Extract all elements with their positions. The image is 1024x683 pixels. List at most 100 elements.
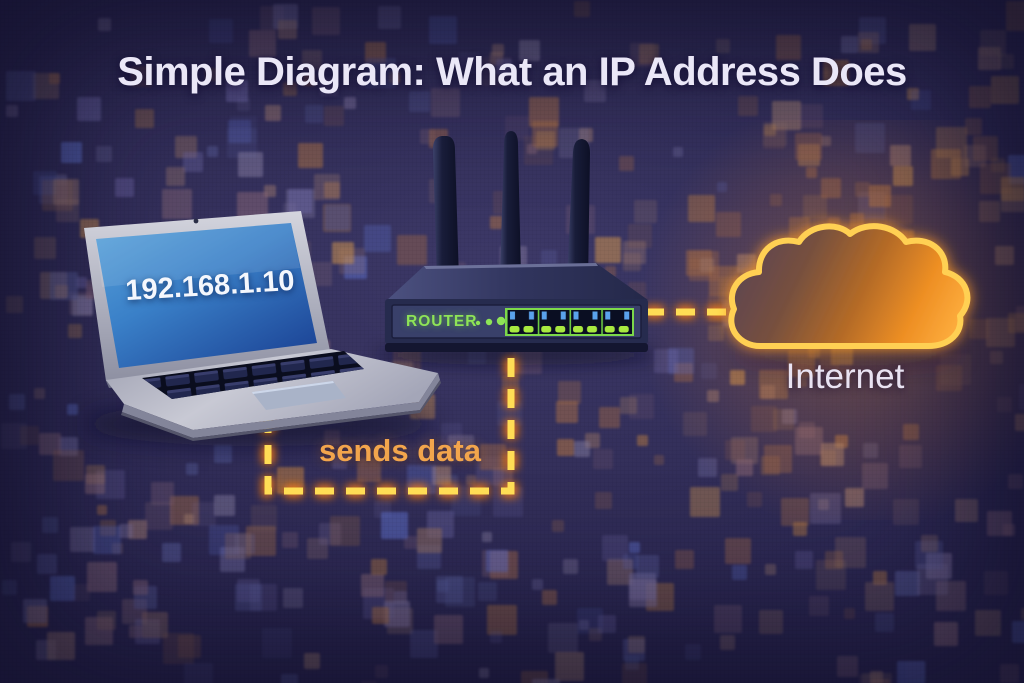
mosaic-square (893, 499, 919, 525)
mosaic-square (701, 363, 717, 379)
mosaic-square (907, 88, 919, 100)
mosaic-square (389, 72, 400, 83)
mosaic-square (1019, 384, 1024, 410)
mosaic-square (708, 325, 724, 341)
mosaic-square (761, 456, 780, 475)
mosaic-square (303, 74, 315, 86)
mosaic-square (556, 401, 578, 423)
mosaic-square (265, 105, 281, 121)
webcam-dot (193, 218, 199, 224)
mosaic-square (975, 610, 1001, 636)
mosaic-square (865, 582, 894, 611)
mosaic-square (112, 543, 123, 554)
mosaic-square (936, 581, 966, 611)
mosaic-square (378, 6, 401, 29)
mosaic-square (119, 524, 133, 538)
mosaic-square (997, 397, 1012, 412)
mosaic-square (995, 246, 1014, 265)
mosaic-square (9, 394, 25, 410)
mosaic-square (436, 576, 463, 603)
router-top-edge-highlight (424, 263, 598, 269)
mosaic-square (870, 671, 883, 683)
mosaic-square (163, 633, 194, 664)
mosaic-square (707, 390, 719, 402)
mosaic-square (796, 376, 807, 387)
mosaic-square (371, 559, 387, 575)
mosaic-square (990, 351, 1003, 364)
mosaic-square (686, 250, 712, 276)
mosaic-square (100, 520, 116, 536)
mosaic-square (759, 610, 783, 634)
mosaic-square (720, 635, 735, 650)
mosaic-square (264, 185, 276, 197)
mosaic-square (61, 142, 82, 163)
laptop-to-router-connection (264, 345, 515, 495)
mosaic-square (875, 613, 894, 632)
mosaic-square (478, 582, 497, 601)
mosaic-square (595, 237, 621, 263)
mosaic-square (548, 623, 578, 653)
mosaic-square (49, 73, 60, 84)
mosaic-square (332, 242, 354, 264)
mosaic-square (821, 136, 831, 146)
mosaic-square (230, 116, 257, 143)
mosaic-square (871, 679, 890, 683)
mosaic-square (926, 553, 952, 579)
mosaic-square (574, 1, 590, 17)
laptop-screen (96, 223, 317, 368)
mosaic-square (237, 579, 260, 602)
mosaic-square (873, 571, 887, 585)
mosaic-square (810, 493, 841, 524)
mosaic-square (283, 82, 297, 96)
mosaic-square (764, 445, 792, 473)
mosaic-square (623, 253, 641, 271)
mosaic-square (863, 443, 878, 458)
mosaic-square (482, 550, 509, 577)
mosaic-square (302, 50, 322, 70)
mosaic-square (1012, 621, 1024, 643)
mosaic-square (630, 43, 654, 67)
mosaic-square (714, 605, 742, 633)
mosaic-square (906, 661, 926, 681)
mosaic-square (178, 635, 201, 658)
mosaic-square (11, 542, 31, 562)
mosaic-square (964, 145, 986, 167)
mosaic-square (250, 584, 277, 611)
mosaic-square (969, 319, 989, 339)
mosaic-square (623, 639, 645, 661)
mosaic-square (34, 388, 45, 399)
mosaic-square (175, 136, 197, 158)
mosaic-square (841, 36, 858, 53)
router-status-dot-2 (485, 318, 493, 326)
mosaic-square (235, 584, 262, 611)
mosaic-square (716, 212, 741, 237)
mosaic-square (135, 619, 160, 644)
mosaic-square (579, 620, 589, 630)
mosaic-square (969, 86, 991, 108)
mosaic-square (816, 560, 846, 590)
mosaic-square (214, 495, 235, 516)
mosaic-square (133, 580, 148, 595)
mosaic-square (319, 523, 341, 545)
mosaic-square (459, 52, 480, 73)
mosaic-square (305, 105, 323, 123)
mosaic-square (674, 363, 693, 382)
mosaic-square (639, 44, 659, 64)
router-status-dot-3 (496, 316, 506, 326)
mosaic-square (987, 511, 1012, 536)
mosaic-square (636, 555, 659, 578)
mosaic-square (825, 551, 843, 569)
mosaic-square (6, 71, 36, 101)
mosaic-square (835, 537, 866, 568)
mosaic-square (359, 73, 374, 88)
router-status-dot-1 (475, 320, 481, 326)
mosaic-square (716, 39, 730, 53)
mosaic-square (625, 656, 639, 670)
mosaic-square (574, 441, 590, 457)
mosaic-square (986, 318, 1015, 347)
mosaic-square (979, 201, 1000, 222)
router-icon (385, 131, 648, 352)
mosaic-square (732, 565, 747, 580)
mosaic-square (991, 158, 1005, 172)
mosaic-square (558, 381, 581, 404)
